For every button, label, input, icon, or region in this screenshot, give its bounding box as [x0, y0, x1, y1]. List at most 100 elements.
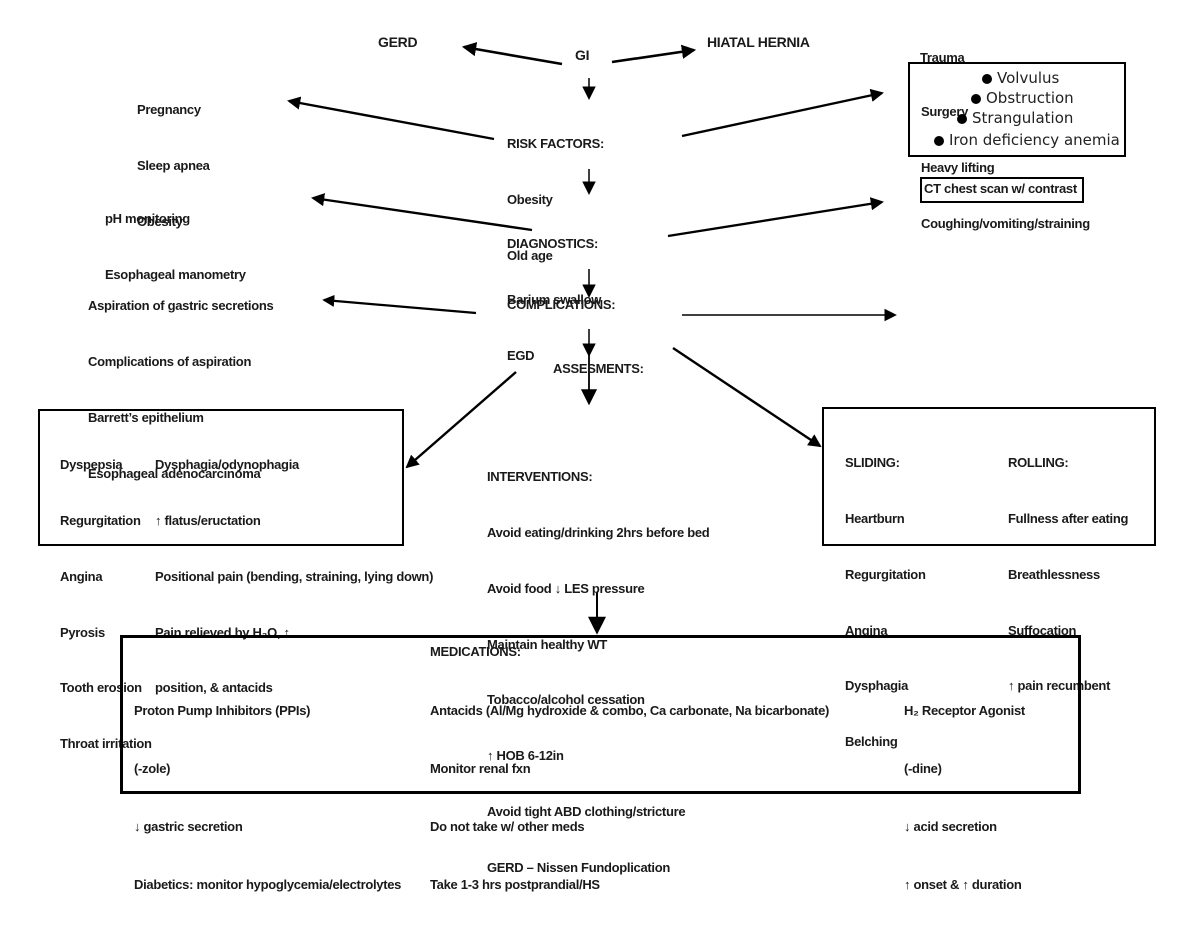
list-item: Fullness after eating — [1008, 510, 1129, 526]
list-item: Angina — [60, 568, 103, 584]
bullet-icon — [957, 113, 967, 124]
rolling-heading: ROLLING: — [1008, 455, 1069, 471]
list-item: GERD – Nissen Fundoplication — [487, 859, 671, 875]
list-item: (-zole) — [134, 761, 171, 777]
risk-factors-heading: RISK FACTORS: — [507, 136, 604, 152]
bullet-item: Obstruction — [971, 90, 1074, 107]
list-item: pH monitoring — [105, 211, 190, 227]
arrow-complications-to-left-list — [322, 294, 477, 315]
list-item: Sleep apnea — [137, 157, 210, 173]
risk-factors-node: RISK FACTORS: Obesity Old age — [507, 98, 604, 303]
trauma-box-list: Surgery Heavy lifting Coughing/vomiting/… — [921, 66, 1090, 271]
complications-list: Aspiration of gastric secretions Complic… — [88, 260, 274, 520]
antacids-column: Antacids (Al/Mg hydroxide & combo, Ca ca… — [430, 662, 829, 927]
list-item: ↓ gastric secretion — [134, 819, 243, 835]
h2-agonist-column: H₂ Receptor Agonist (-dine) ↓ acid secre… — [904, 662, 1025, 927]
diagnostics-heading: DIAGNOSTICS: — [507, 236, 599, 252]
bullet-text: Iron deficiency anemia — [949, 131, 1120, 149]
bullet-text: Strangulation — [972, 109, 1074, 127]
list-item: Dyspepsia — [60, 457, 123, 473]
arrow-diagnostics-to-left-list — [311, 193, 533, 232]
list-item: Avoid food ↓ LES pressure — [487, 580, 645, 596]
list-item: Maintain healthy WT — [487, 636, 607, 652]
list-item: Proton Pump Inhibitors (PPIs) — [134, 702, 311, 718]
list-item: Pyrosis — [60, 624, 105, 640]
gerd-risk-list: Pregnancy Sleep apnea Obesity — [137, 64, 210, 269]
list-item: Dysphagia — [845, 678, 909, 694]
bullet-icon — [934, 135, 944, 146]
list-item: Antacids (Al/Mg hydroxide & combo, Ca ca… — [430, 702, 830, 718]
arrow-gi-to-gerd — [461, 42, 563, 66]
arrow-risk-to-trauma-box — [681, 88, 884, 138]
list-item: Take 1-3 hrs postprandial/HS — [430, 877, 600, 893]
list-item: Old age — [507, 247, 553, 263]
list-item: Tobacco/alcohol cessation — [487, 692, 645, 708]
list-item: Obesity — [137, 213, 183, 229]
list-item: Obesity — [507, 191, 553, 207]
bullet-text: Volvulus — [997, 69, 1060, 87]
bullet-item: Strangulation — [957, 110, 1073, 127]
gerd-diagnostics-list: pH monitoring Esophageal manometry — [105, 173, 246, 322]
list-item: Diabetics: monitor hypoglycemia/electrol… — [134, 877, 402, 893]
list-item: Complications of aspiration — [88, 353, 252, 369]
ct-scan-box: CT chest scan w/ contrast — [920, 177, 1084, 203]
list-item: Do not take w/ other meds — [430, 819, 585, 835]
list-item: Esophageal adenocarcinoma — [88, 465, 261, 481]
list-item: ↓ acid secretion — [904, 819, 997, 835]
list-item: Positional pain (bending, straining, lyi… — [155, 568, 434, 584]
list-item: Tooth erosion — [60, 680, 142, 696]
list-item: Throat irritation — [60, 736, 152, 752]
complications-heading: COMPLICATIONS: — [507, 297, 616, 312]
symptom-col-1: Dyspepsia Regurgitation Angina Pyrosis T… — [60, 419, 152, 791]
symptom-col-2: Dysphagia/odynophagia ↑ flatus/eructatio… — [155, 419, 433, 735]
list-item: Barrett’s epithelium — [88, 409, 204, 425]
interventions-heading: INTERVENTIONS: — [487, 469, 593, 485]
list-item: Aspiration of gastric secretions — [88, 298, 274, 314]
hernia-type-box — [822, 407, 1156, 546]
list-item: Breathlessness — [1008, 566, 1100, 582]
list-item: H₂ Receptor Agonist — [904, 702, 1025, 718]
interventions-node: INTERVENTIONS: Avoid eating/drinking 2hr… — [487, 431, 710, 914]
list-item: Avoid tight ABD clothing/stricture — [487, 803, 686, 819]
gerd-symptom-box — [38, 409, 404, 546]
list-item: Coughing/vomiting/straining — [921, 215, 1090, 231]
list-item: EGD — [507, 347, 535, 363]
list-item: ↑ onset & ↑ duration — [904, 877, 1022, 893]
list-item: Heavy lifting — [921, 159, 995, 175]
bullet-icon — [982, 73, 992, 84]
bullet-text: Obstruction — [986, 89, 1074, 107]
ct-scan-label: CT chest scan w/ contrast — [924, 181, 1077, 196]
bullet-item: Volvulus — [982, 70, 1059, 87]
gerd-label: GERD — [378, 34, 418, 50]
ppi-column: Proton Pump Inhibitors (PPIs) (-zole) ↓ … — [134, 662, 401, 927]
list-item: Heartburn — [845, 510, 905, 526]
trauma-label: Trauma — [920, 50, 965, 65]
arrow-diagnostics-to-ct-box — [667, 197, 884, 238]
list-item: ↑ HOB 6-12in — [487, 748, 564, 764]
trauma-box — [908, 62, 1126, 157]
assessments-heading: ASSESMENTS: — [553, 361, 644, 376]
bullet-item: Iron deficiency anemia — [934, 132, 1120, 149]
gi-label: GI — [575, 47, 590, 63]
medications-box — [120, 635, 1081, 794]
list-item: Barium swallow — [507, 291, 602, 307]
sliding-column: SLIDING: Heartburn Regurgitation Angina … — [845, 417, 926, 789]
list-item: Surgery — [921, 104, 969, 120]
bullet-icon — [971, 93, 981, 104]
arrow-risk-to-left-list — [287, 96, 495, 141]
list-item: Dysphagia/odynophagia — [155, 457, 299, 473]
rolling-column: ROLLING: Fullness after eating Breathles… — [1008, 417, 1128, 733]
list-item: Regurgitation — [845, 566, 926, 582]
hiatal-hernia-label: HIATAL HERNIA — [707, 34, 810, 50]
list-item: Pregnancy — [137, 102, 201, 118]
list-item: Esophageal manometry — [105, 266, 246, 282]
list-item: (-dine) — [904, 761, 942, 777]
list-item: Suffocation — [1008, 622, 1077, 638]
diagnostics-node: DIAGNOSTICS: Barium swallow EGD — [507, 198, 601, 403]
sliding-heading: SLIDING: — [845, 455, 900, 471]
list-item: position, & antacids — [155, 680, 273, 696]
list-item: ↑ flatus/eructation — [155, 512, 261, 528]
medications-heading: MEDICATIONS: — [430, 644, 521, 659]
list-item: Angina — [845, 622, 888, 638]
